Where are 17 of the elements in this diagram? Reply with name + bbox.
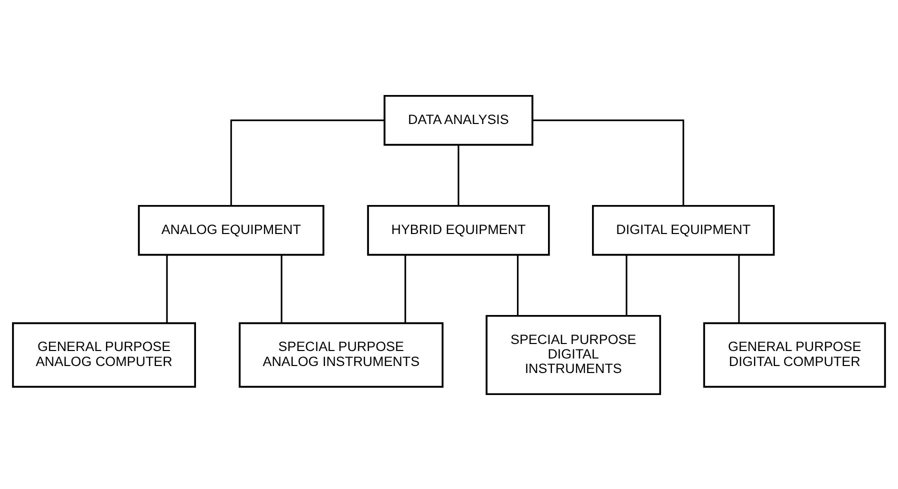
connector <box>280 254 282 322</box>
connector <box>532 119 684 205</box>
node-box: SPECIAL PURPOSE ANALOG INSTRUMENTS <box>238 322 444 388</box>
connector <box>458 144 460 206</box>
connector <box>738 254 740 322</box>
node-box: GENERAL PURPOSE DIGITAL COMPUTER <box>703 322 886 388</box>
connector <box>404 254 406 322</box>
node-box: HYBRID EQUIPMENT <box>367 204 550 256</box>
node-box: ANALOG EQUIPMENT <box>138 204 324 256</box>
connector <box>166 254 168 322</box>
node-box: GENERAL PURPOSE ANALOG COMPUTER <box>12 322 196 388</box>
node-box: SPECIAL PURPOSE DIGITAL INSTRUMENTS <box>486 314 662 395</box>
node-box: DIGITAL EQUIPMENT <box>592 204 775 256</box>
connector <box>516 254 519 316</box>
node-box: DATA ANALYSIS <box>384 94 534 146</box>
connector <box>230 119 384 205</box>
connector <box>626 254 628 316</box>
